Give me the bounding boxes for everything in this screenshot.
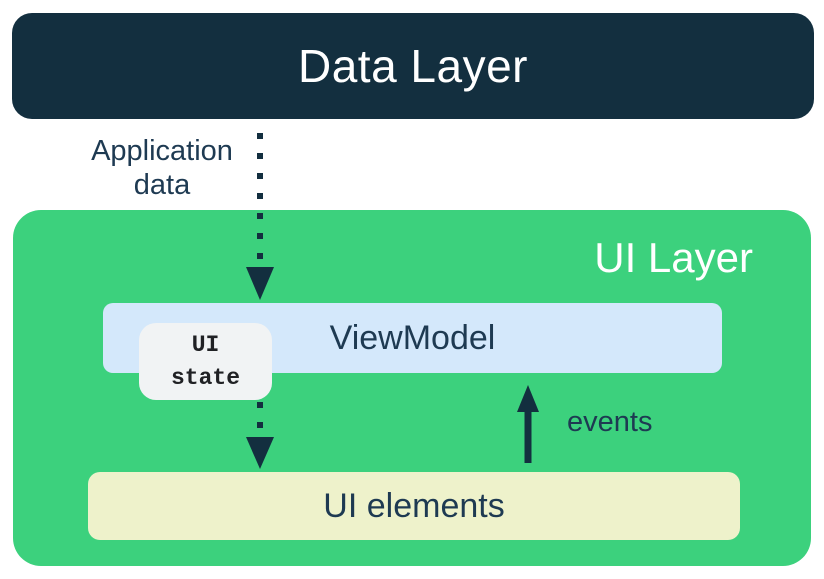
ui-layer-label: UI Layer bbox=[594, 234, 753, 281]
data-layer-label: Data Layer bbox=[297, 40, 528, 92]
ui-elements-label: UI elements bbox=[323, 486, 505, 525]
ui-state-label: UI state bbox=[170, 331, 240, 391]
events-label: events bbox=[567, 406, 653, 438]
ui-layer-box: UI Layer ViewModel UI state events UI el… bbox=[13, 210, 811, 566]
ui-state-badge: UI state bbox=[139, 323, 272, 400]
application-data-label: Application data bbox=[91, 135, 233, 201]
viewmodel-label: ViewModel bbox=[329, 318, 496, 357]
data-layer-box: Data Layer bbox=[12, 13, 814, 119]
ui-elements-box: UI elements bbox=[88, 472, 740, 540]
